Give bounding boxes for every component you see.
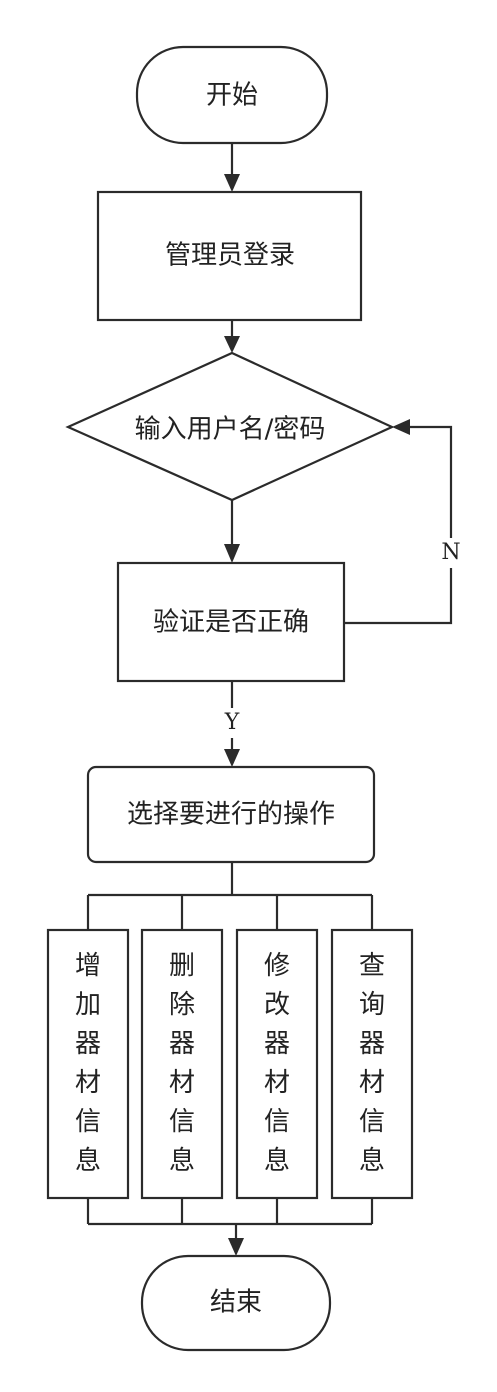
vertical-char: 信 xyxy=(75,1107,101,1137)
yes-label: Y xyxy=(224,710,240,735)
start-label: 开始 xyxy=(206,81,258,111)
vertical-char: 修 xyxy=(264,951,290,981)
verify-box xyxy=(116,561,346,683)
connector-no-loop xyxy=(344,425,453,625)
end-terminator xyxy=(140,1254,332,1352)
vertical-char: 材 xyxy=(359,1068,385,1098)
vertical-char: 改 xyxy=(264,990,290,1020)
vertical-char: 息 xyxy=(264,1146,290,1176)
no-label: N xyxy=(441,540,460,565)
query-box xyxy=(330,928,414,1200)
delete-box xyxy=(140,928,224,1200)
arrowhead-yes xyxy=(224,749,240,767)
modify-label: 修改器材信息 xyxy=(264,951,290,1176)
arrowhead-no-loop xyxy=(392,419,410,435)
vertical-char: 材 xyxy=(169,1068,195,1098)
arrowhead-input-verify xyxy=(224,544,240,563)
vertical-char: 器 xyxy=(264,1029,290,1059)
vertical-char: 器 xyxy=(359,1029,385,1059)
vertical-char: 信 xyxy=(264,1107,290,1137)
yes-label-bg xyxy=(219,708,245,738)
vertical-char: 信 xyxy=(359,1107,385,1137)
vertical-char: 删 xyxy=(169,951,195,981)
login-box xyxy=(96,190,363,322)
vertical-char: 息 xyxy=(359,1146,385,1176)
delete-label: 删除器材信息 xyxy=(169,951,195,1176)
input-label: 输入用户名/密码 xyxy=(135,415,326,445)
vertical-char: 加 xyxy=(75,990,101,1020)
vertical-char: 器 xyxy=(75,1029,101,1059)
vertical-char: 息 xyxy=(169,1146,195,1176)
login-label: 管理员登录 xyxy=(165,241,295,271)
arrowhead-login-input xyxy=(224,336,240,353)
vertical-char: 除 xyxy=(169,990,195,1020)
vertical-char: 息 xyxy=(75,1146,101,1176)
vertical-char: 增 xyxy=(75,951,101,981)
add-box xyxy=(46,928,130,1200)
vertical-char: 询 xyxy=(359,990,385,1020)
vertical-char: 信 xyxy=(169,1107,195,1137)
vertical-char: 材 xyxy=(75,1068,101,1098)
vertical-char: 器 xyxy=(169,1029,195,1059)
no-label-bg xyxy=(438,538,464,568)
arrowhead-merge-end xyxy=(228,1238,244,1256)
query-label: 查询器材信息 xyxy=(359,951,385,1176)
modify-box xyxy=(235,928,319,1200)
arrowhead-start-login xyxy=(224,174,240,192)
vertical-char: 材 xyxy=(264,1068,290,1098)
choose-label: 选择要进行的操作 xyxy=(127,800,335,830)
verify-label: 验证是否正确 xyxy=(153,608,309,638)
vertical-char: 查 xyxy=(359,951,385,981)
end-label: 结束 xyxy=(210,1288,262,1318)
add-label: 增加器材信息 xyxy=(75,951,101,1176)
